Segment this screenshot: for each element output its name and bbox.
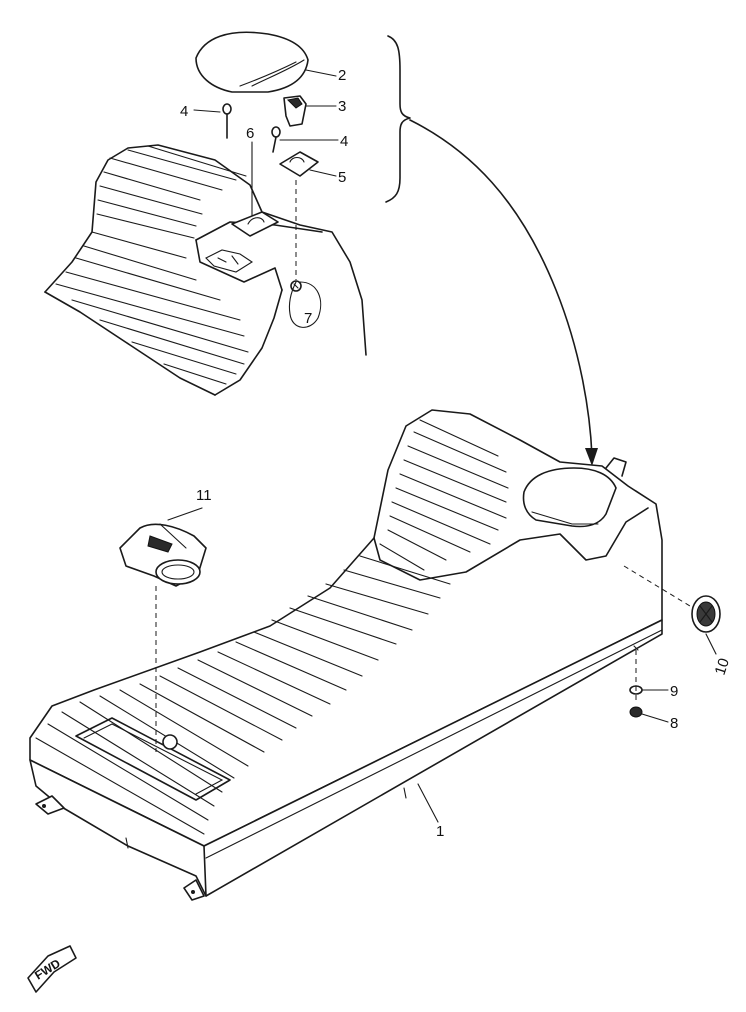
seat-pad-part-2 bbox=[195, 31, 309, 93]
screw-part-4-left bbox=[222, 103, 232, 139]
rear-seat-detail-view bbox=[44, 144, 367, 396]
fwd-arrow: FWD bbox=[27, 945, 77, 993]
screw-part-4-right bbox=[271, 126, 281, 153]
seat-assembly-part-1 bbox=[29, 409, 663, 901]
nut-part-8 bbox=[629, 706, 669, 723]
callout-3: 3 bbox=[338, 98, 346, 115]
callout-10: 10 bbox=[712, 656, 733, 677]
callout-9: 9 bbox=[670, 683, 678, 700]
grommet-part-10 bbox=[623, 565, 721, 655]
callout-1: 1 bbox=[436, 823, 444, 840]
hook-part-3 bbox=[283, 95, 307, 127]
callout-labels: 1 2 3 4 4 5 6 7 8 9 10 11 bbox=[180, 67, 733, 840]
callout-4-right: 4 bbox=[340, 133, 348, 150]
callout-11: 11 bbox=[196, 487, 212, 504]
callout-5: 5 bbox=[338, 169, 346, 186]
callout-8: 8 bbox=[670, 715, 678, 732]
callout-7: 7 bbox=[304, 310, 312, 327]
callout-4-left: 4 bbox=[180, 103, 188, 120]
callout-6: 6 bbox=[246, 125, 254, 142]
upper-leader-lines bbox=[193, 69, 339, 280]
emblem-part-11 bbox=[119, 507, 207, 752]
callout-2: 2 bbox=[338, 67, 346, 84]
bracket-part-5 bbox=[279, 151, 319, 177]
detail-bracket-and-arrow bbox=[385, 35, 598, 466]
